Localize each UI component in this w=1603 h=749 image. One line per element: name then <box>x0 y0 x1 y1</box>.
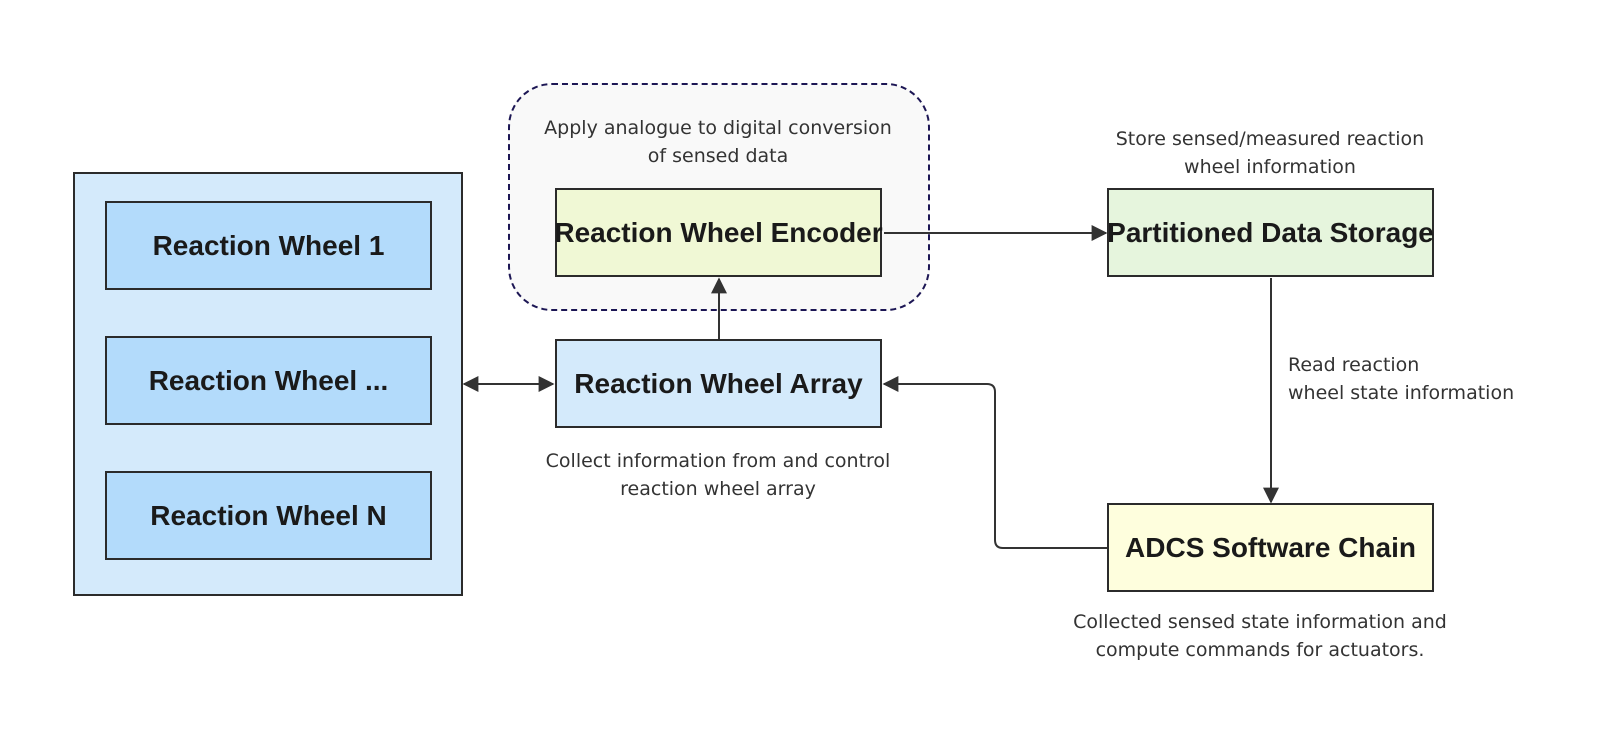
edge-adcs-to-array <box>882 376 1107 549</box>
caption-line: reaction wheel array <box>620 478 816 500</box>
node-label: Reaction Wheel N <box>150 499 387 531</box>
caption-line: Collect information from and control <box>545 450 891 472</box>
caption-line: Apply analogue to digital conversion <box>544 117 892 139</box>
node-label: Reaction Wheel Array <box>574 367 863 399</box>
node-reaction-wheel-1[interactable]: Reaction Wheel 1 <box>105 201 432 290</box>
caption-line: Read reaction <box>1288 354 1420 376</box>
caption-line: Store sensed/measured reaction <box>1115 128 1425 150</box>
node-adcs-software-chain[interactable]: ADCS Software Chain <box>1107 503 1434 592</box>
caption-storage: Store sensed/measured reaction wheel inf… <box>1070 125 1470 181</box>
caption-line: wheel information <box>1184 156 1356 178</box>
node-reaction-wheel-encoder[interactable]: Reaction Wheel Encoder <box>554 188 883 277</box>
caption-read-state: Read reaction wheel state information <box>1288 351 1528 407</box>
node-reaction-wheel-ellipsis[interactable]: Reaction Wheel ... <box>105 336 432 425</box>
node-label: Reaction Wheel ... <box>148 364 389 396</box>
node-label: Partitioned Data Storage <box>1107 216 1434 248</box>
caption-array: Collect information from and control rea… <box>508 447 928 503</box>
caption-line: wheel state information <box>1288 382 1515 404</box>
node-reaction-wheel-array[interactable]: Reaction Wheel Array <box>555 339 882 428</box>
node-partitioned-data-storage[interactable]: Partitioned Data Storage <box>1107 188 1434 277</box>
node-label: ADCS Software Chain <box>1125 531 1416 563</box>
node-label: Reaction Wheel 1 <box>152 229 385 261</box>
caption-line: of sensed data <box>647 145 789 167</box>
caption-line: Collected sensed state information and <box>1073 611 1447 633</box>
caption-encoder: Apply analogue to digital conversion of … <box>518 114 918 170</box>
caption-line: compute commands for actuators. <box>1095 639 1425 661</box>
node-reaction-wheel-n[interactable]: Reaction Wheel N <box>105 471 432 560</box>
caption-adcs: Collected sensed state information and c… <box>1040 608 1480 664</box>
node-label: Reaction Wheel Encoder <box>554 216 883 248</box>
